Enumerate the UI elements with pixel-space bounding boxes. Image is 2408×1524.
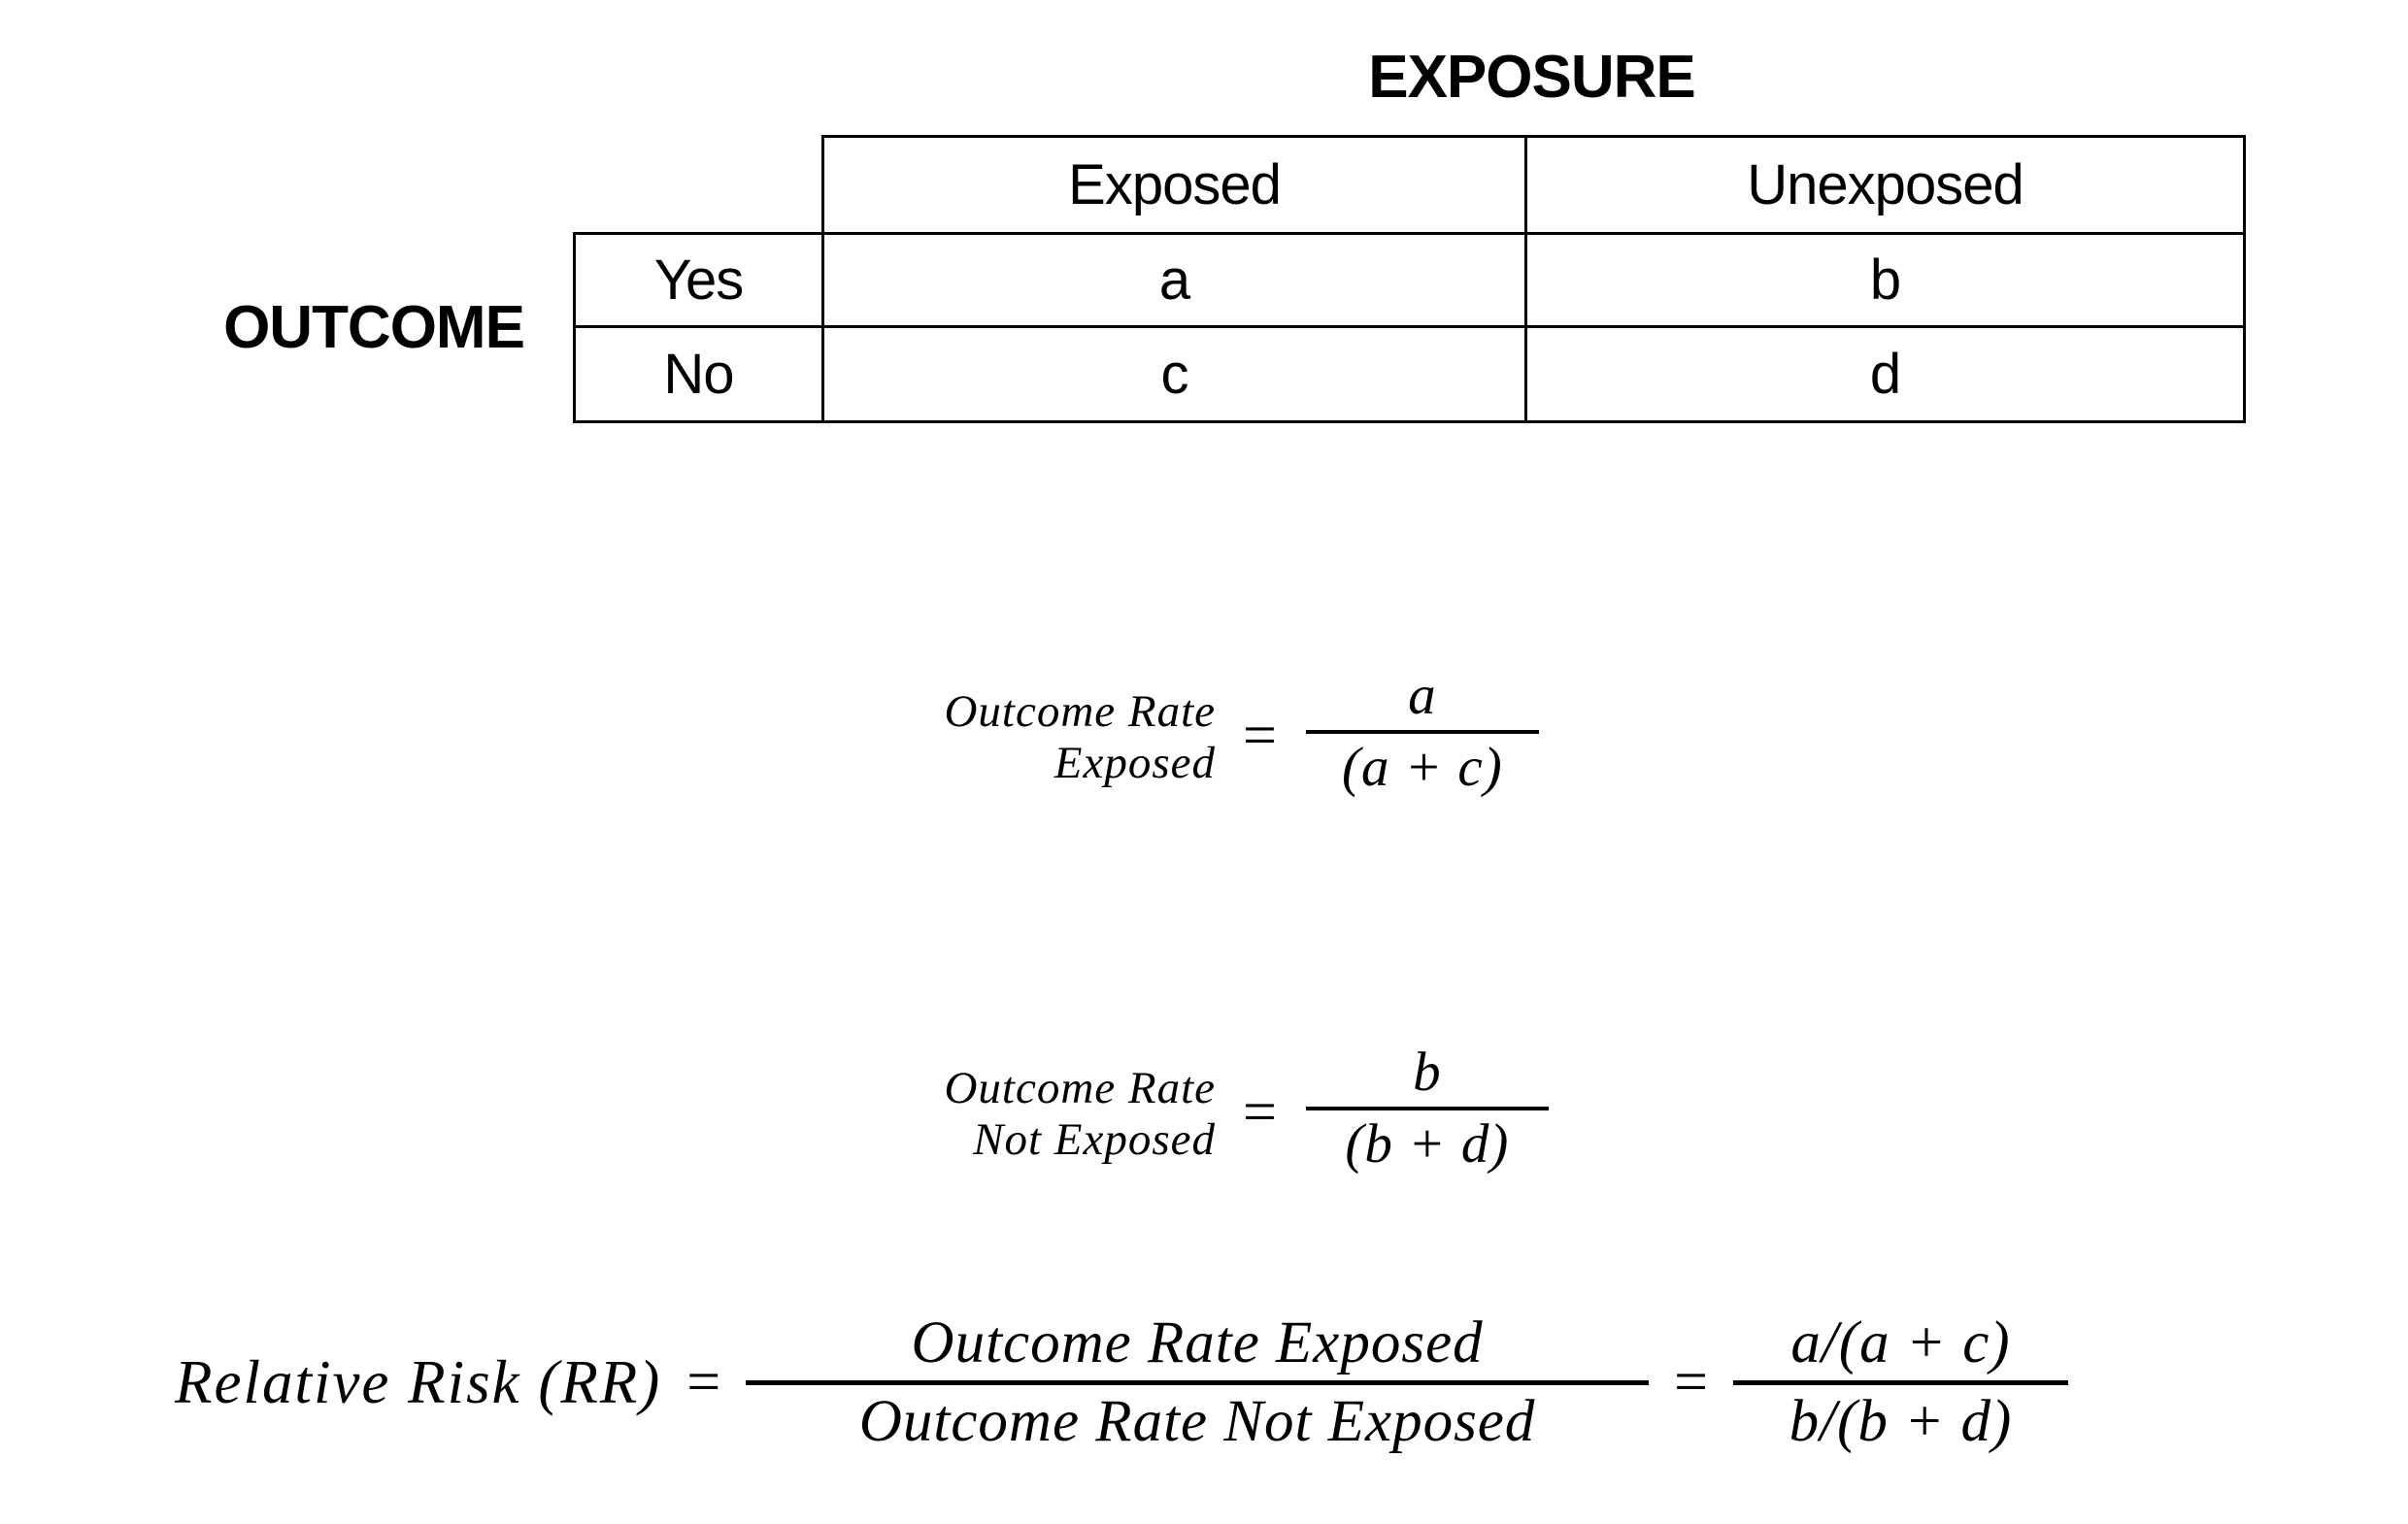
cell-yes-exposed: a — [821, 232, 1527, 328]
relative-risk-rate-numerator: Outcome Rate Exposed — [911, 1310, 1484, 1375]
contingency-table: Exposed Unexposed Yes a b No c d — [573, 135, 2246, 423]
formula2-label-line2: Not Exposed — [973, 1113, 1216, 1165]
relative-risk-equals-sign-2: = — [1670, 1349, 1712, 1416]
exposure-axis-label: EXPOSURE — [1368, 44, 1696, 111]
formula1-label: Outcome Rate Exposed — [845, 686, 1216, 788]
relative-risk-rate-fraction: Outcome Rate Exposed Outcome Rate Not Ex… — [746, 1307, 1650, 1460]
formula2-fraction-bar — [1305, 1106, 1549, 1110]
formula1-fraction-bar — [1305, 729, 1539, 734]
relative-risk-rate-fraction-bar — [746, 1380, 1650, 1386]
formula1-equals-sign: = — [1239, 703, 1281, 770]
col-header-exposed: Exposed — [821, 135, 1527, 235]
formula-outcome-rate-exposed: Outcome Rate Exposed = a (a + c) — [845, 662, 1539, 801]
cell-no-exposed: c — [821, 325, 1527, 423]
formula1-numerator: a — [1408, 665, 1437, 726]
relative-risk-cell-fraction-bar — [1732, 1380, 2068, 1386]
formula-outcome-rate-not-exposed: Outcome Rate Not Exposed = b (b + d) — [845, 1039, 1549, 1177]
formula1-denominator: (a + c) — [1341, 736, 1503, 798]
formula2-denominator: (b + d) — [1345, 1112, 1510, 1175]
formula1-fraction: a (a + c) — [1305, 662, 1539, 801]
formula2-numerator: b — [1413, 1042, 1442, 1103]
formula1-label-line2: Exposed — [1054, 737, 1216, 788]
outcome-axis-label: OUTCOME — [223, 294, 525, 361]
row-header-no: No — [573, 325, 824, 423]
relative-risk-cell-denominator: b/(b + d) — [1789, 1389, 2013, 1455]
relative-risk-cell-fraction: a/(a + c) b/(b + d) — [1732, 1307, 2068, 1460]
table-header-row: Exposed Unexposed — [575, 135, 2246, 235]
formula2-label-line1: Outcome Rate — [944, 1062, 1216, 1113]
formula1-label-line1: Outcome Rate — [944, 685, 1216, 737]
cell-no-unexposed: d — [1524, 325, 2246, 423]
table-row-outcome-no: No c d — [573, 325, 2246, 423]
relative-risk-cell-numerator: a/(a + c) — [1790, 1310, 2011, 1375]
col-header-unexposed: Unexposed — [1524, 135, 2246, 235]
relative-risk-lhs: Relative Risk (RR) — [175, 1348, 662, 1417]
table-row-outcome-yes: Yes a b — [573, 232, 2246, 328]
relative-risk-equals-sign-1: = — [683, 1349, 725, 1416]
relative-risk-rate-denominator: Outcome Rate Not Exposed — [858, 1389, 1536, 1455]
formula2-fraction: b (b + d) — [1305, 1039, 1549, 1177]
cell-yes-unexposed: b — [1524, 232, 2246, 328]
formula2-label: Outcome Rate Not Exposed — [845, 1063, 1216, 1165]
formula2-equals-sign: = — [1239, 1079, 1281, 1146]
row-header-yes: Yes — [573, 232, 824, 328]
corner-cell — [575, 137, 823, 234]
formula-relative-risk: Relative Risk (RR) = Outcome Rate Expose… — [175, 1307, 2068, 1460]
